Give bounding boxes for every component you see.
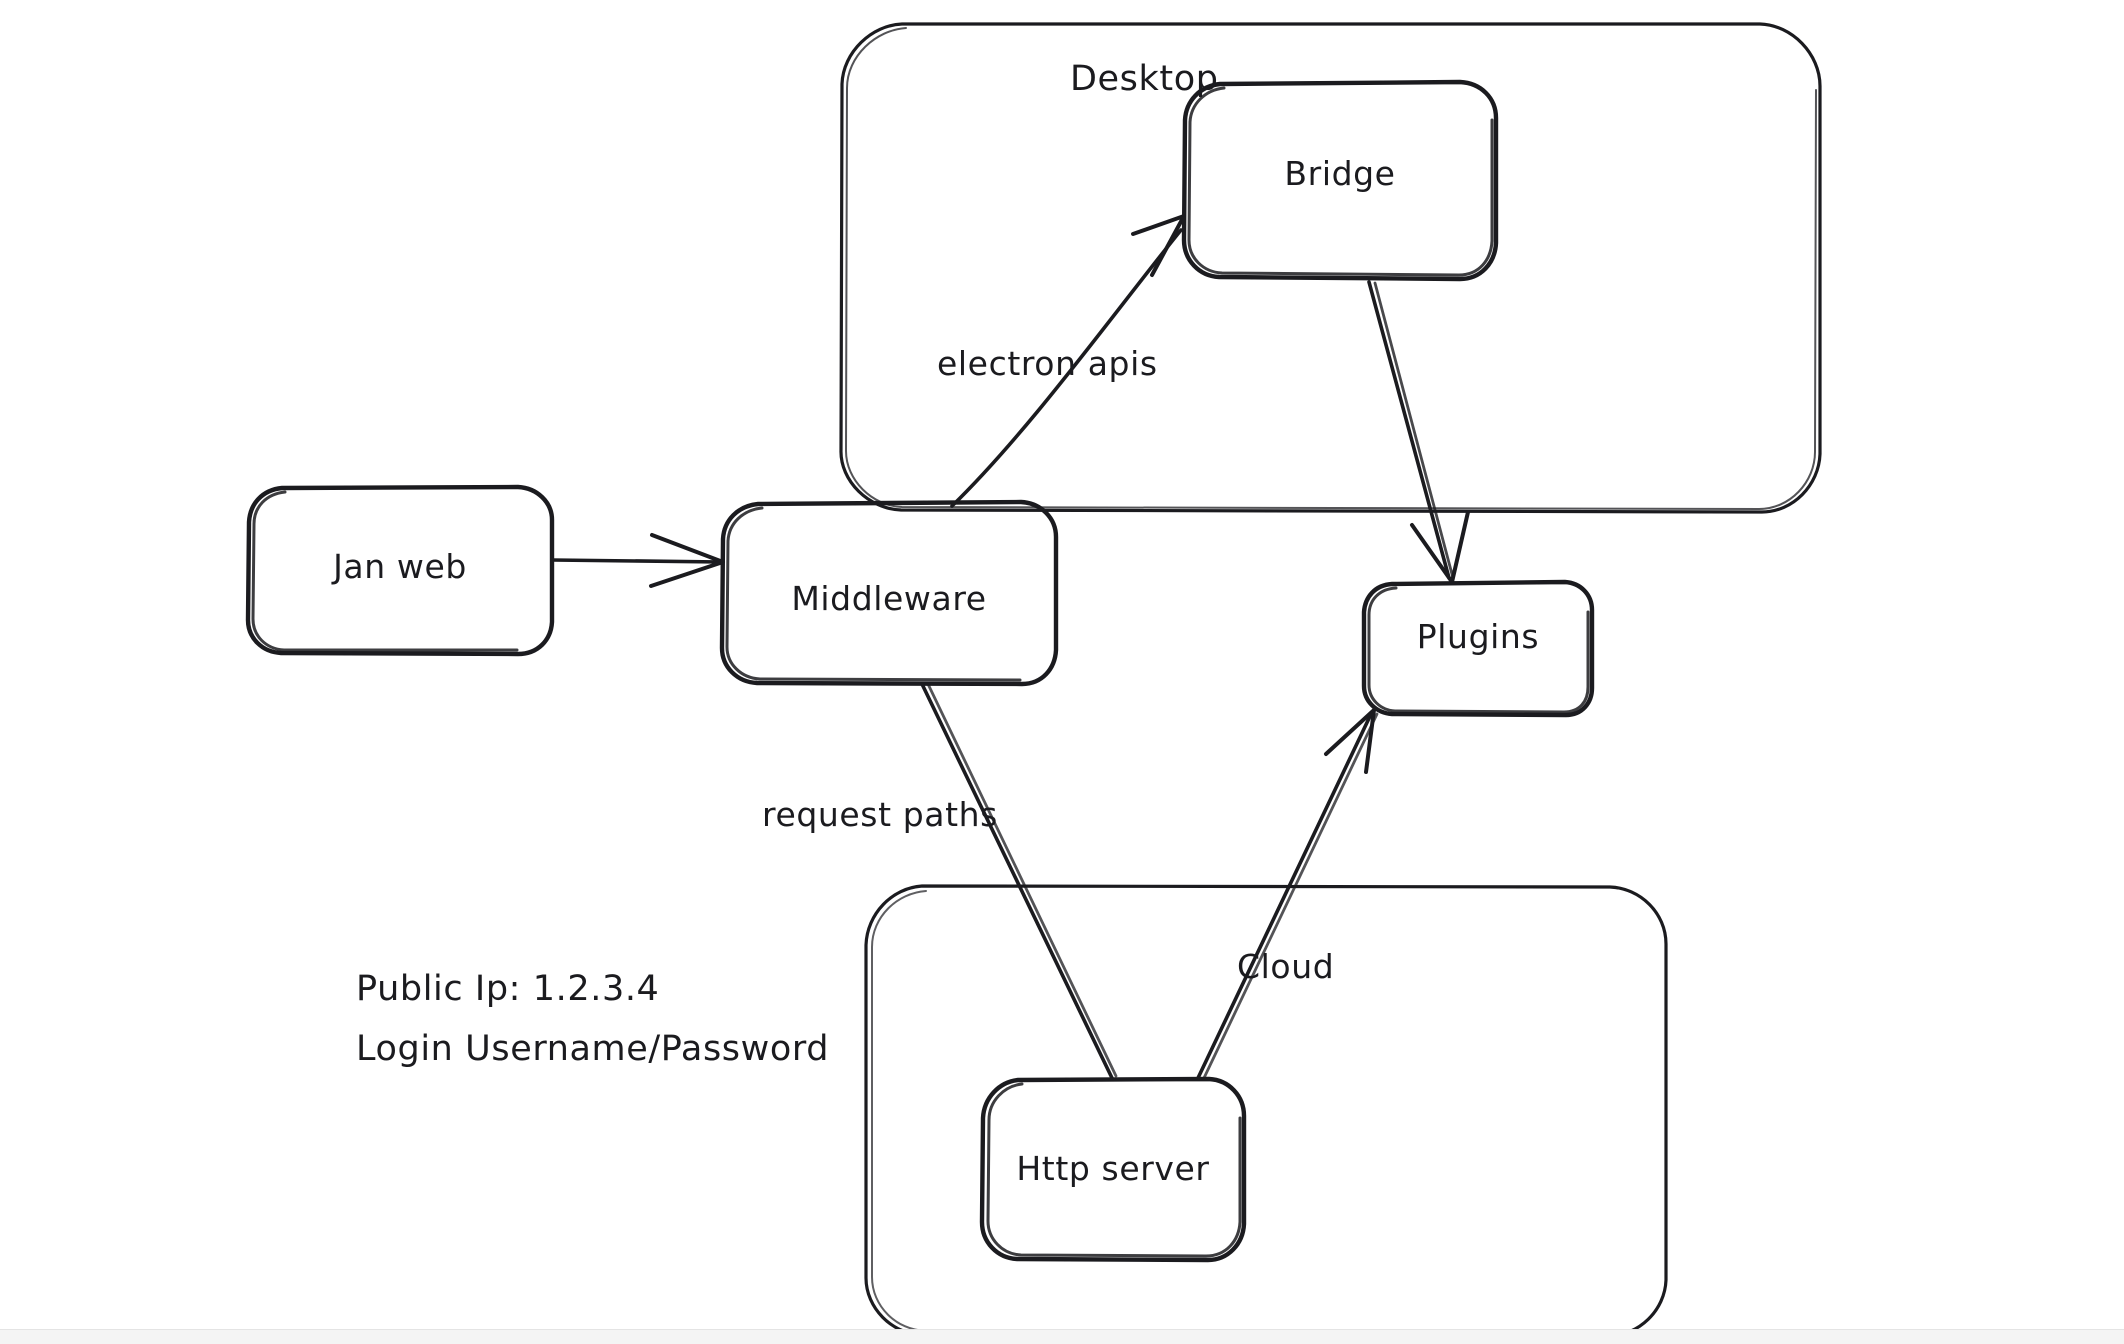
edge-http-server-to-plugins-line <box>1196 710 1374 1080</box>
edge-bridge-to-plugins[interactable] <box>1367 280 1470 584</box>
edge-bridge-to-plugins-line <box>1367 280 1451 580</box>
container-desktop[interactable] <box>839 22 1822 514</box>
node-http-server[interactable] <box>979 1076 1247 1263</box>
node-plugins-outline-sketch <box>1367 586 1590 714</box>
edge-bridge-to-plugins-arrowhead <box>1410 510 1470 584</box>
edge-middleware-to-http-server-line-sketch <box>926 682 1118 1078</box>
node-jan-web-outline <box>245 484 555 657</box>
node-bridge-outline <box>1181 79 1499 282</box>
node-jan-web-outline-sketch <box>251 490 519 652</box>
node-middleware-outline-sketch <box>725 506 1022 682</box>
node-plugins-outline <box>1361 579 1595 718</box>
edge-middleware-to-bridge-line <box>950 228 1183 508</box>
edge-http-server-to-plugins-line-sketch <box>1202 712 1379 1080</box>
container-desktop-outline-sketch <box>845 27 1817 510</box>
edge-jan-web-to-middleware-line <box>550 558 724 564</box>
node-http-server-outline <box>979 1076 1247 1263</box>
edge-middleware-to-bridge[interactable] <box>950 214 1186 508</box>
node-plugins[interactable] <box>1361 579 1595 718</box>
edge-middleware-to-bridge-arrowhead <box>1131 214 1186 277</box>
node-middleware[interactable] <box>719 499 1059 687</box>
node-middleware-outline <box>719 499 1059 687</box>
container-desktop-outline <box>839 22 1822 514</box>
edge-http-server-to-plugins-arrowhead <box>1324 708 1376 774</box>
node-jan-web[interactable] <box>245 484 555 657</box>
container-cloud-outline-sketch <box>871 890 1606 1333</box>
edge-jan-web-to-middleware-arrowhead <box>649 533 725 588</box>
edge-http-server-to-plugins[interactable] <box>1196 708 1379 1080</box>
edge-bridge-to-plugins-line-sketch <box>1373 281 1455 580</box>
node-http-server-outline-sketch <box>986 1082 1242 1258</box>
edge-jan-web-to-middleware[interactable] <box>550 533 725 588</box>
node-bridge[interactable] <box>1181 79 1499 282</box>
edge-middleware-to-http-server-line <box>920 682 1114 1080</box>
node-bridge-outline-sketch <box>1187 86 1494 277</box>
edge-middleware-to-http-server[interactable] <box>920 682 1118 1080</box>
viewport-bottom-bar <box>0 1329 2124 1344</box>
